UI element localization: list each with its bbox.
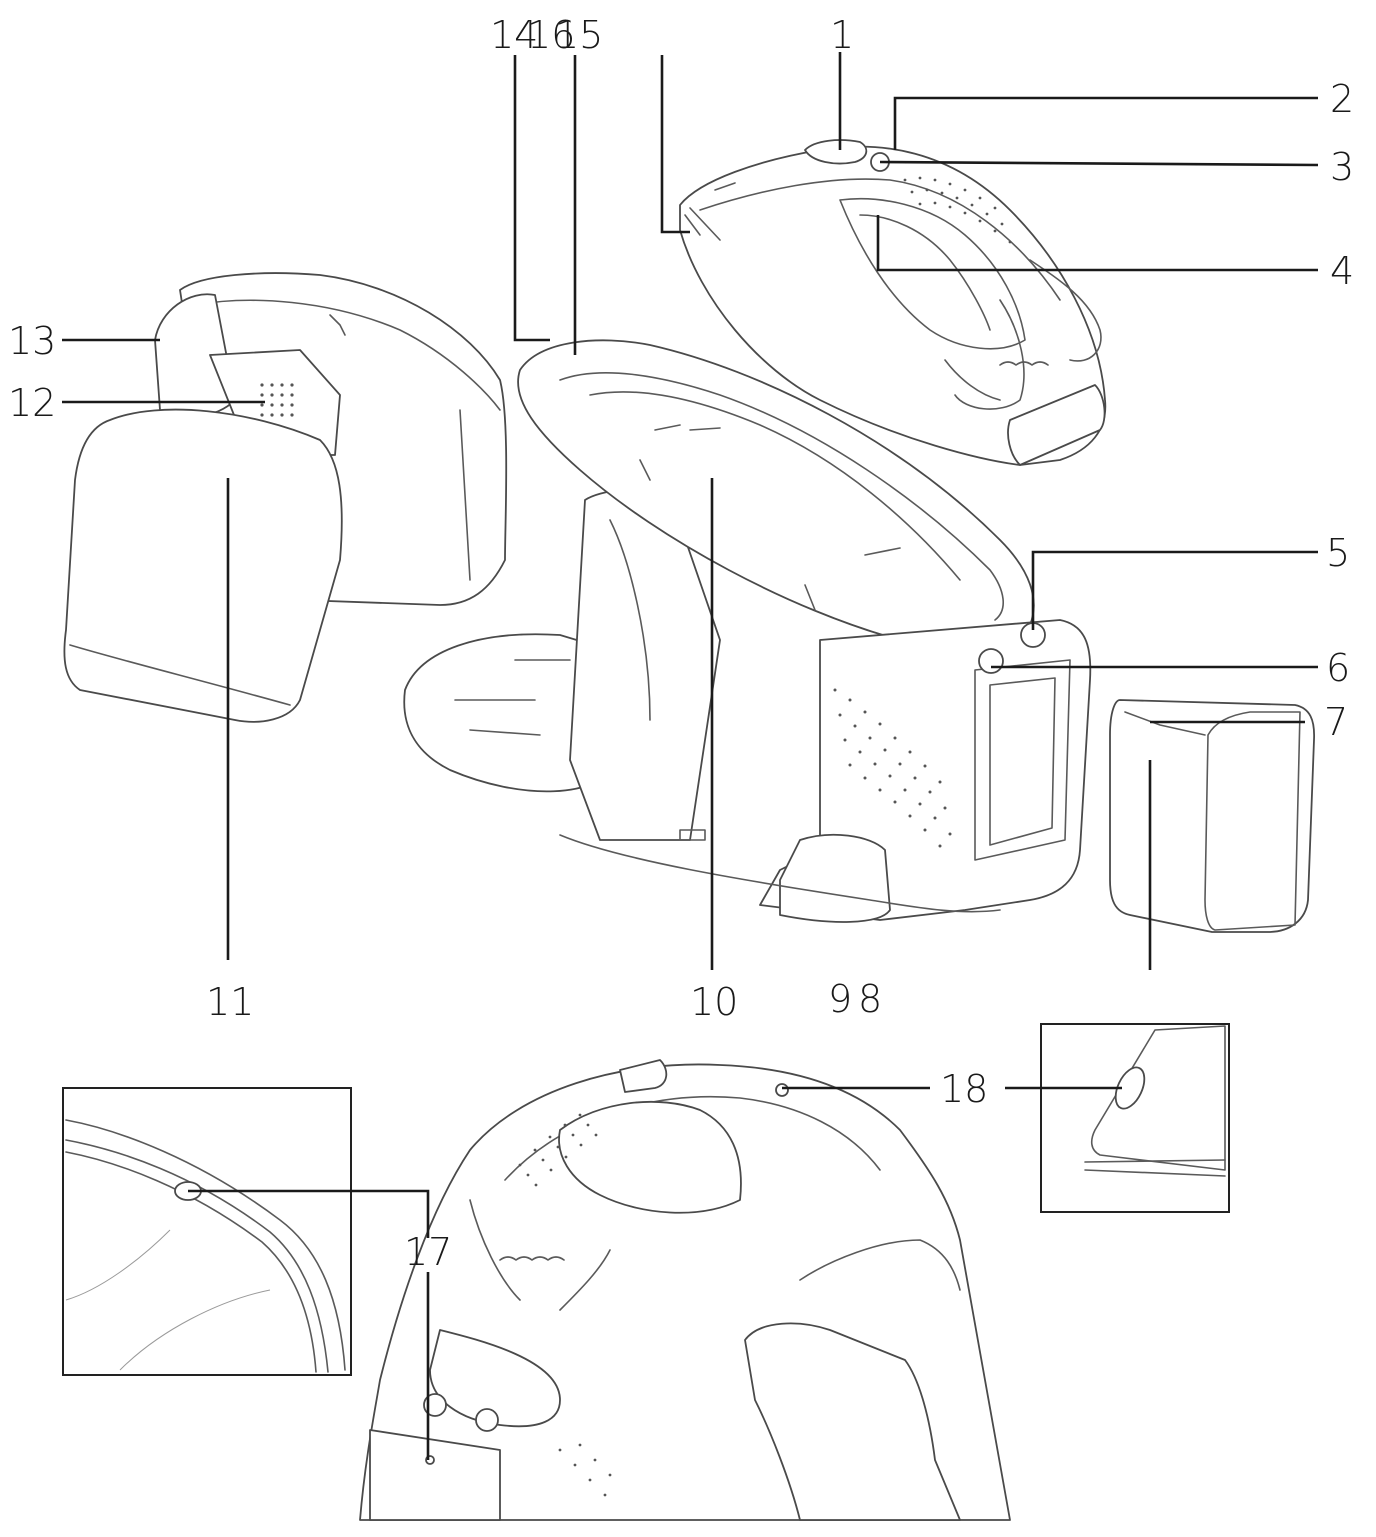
leader-4 bbox=[876, 215, 1318, 272]
iron-unit bbox=[679, 139, 1107, 466]
callout-16: 16 bbox=[527, 13, 575, 57]
leader-14 bbox=[513, 55, 550, 342]
callout-15: 15 bbox=[555, 13, 603, 57]
leader-3 bbox=[879, 160, 1319, 167]
callout-4: 4 bbox=[1330, 249, 1354, 293]
callout-5: 5 bbox=[1326, 531, 1350, 575]
iron-grip-texture bbox=[903, 176, 1012, 244]
callout-9: 9 bbox=[828, 977, 852, 1021]
callout-18: 18 bbox=[940, 1067, 988, 1111]
callout-11: 11 bbox=[206, 980, 254, 1024]
callout-labels: 1 2 3 4 5 6 7 9 8 10 11 12 13 14 16 15 1… bbox=[8, 13, 1354, 1274]
assembled-view bbox=[359, 1059, 1011, 1521]
callout-17: 17 bbox=[404, 1230, 452, 1274]
leader-17 bbox=[188, 1189, 430, 1238]
leader-2 bbox=[893, 96, 1318, 150]
callout-8: 8 bbox=[858, 977, 882, 1021]
leader-16 bbox=[660, 55, 690, 234]
water-tank bbox=[1109, 699, 1315, 933]
callout-2: 2 bbox=[1330, 77, 1354, 121]
assembled-grip-texture bbox=[518, 1113, 612, 1497]
base-station bbox=[403, 339, 1092, 923]
callout-10: 10 bbox=[690, 980, 738, 1024]
callout-6: 6 bbox=[1326, 646, 1350, 690]
base-vent-texture bbox=[833, 688, 952, 848]
filter-grid bbox=[260, 383, 294, 417]
rear-cover bbox=[63, 272, 508, 723]
callout-13: 13 bbox=[8, 319, 56, 363]
callout-14: 14 bbox=[490, 13, 538, 57]
detail-inset-17 bbox=[62, 1087, 352, 1376]
leader-lines bbox=[62, 52, 1319, 1460]
leader-5 bbox=[1031, 550, 1318, 630]
callout-1: 1 bbox=[830, 13, 854, 57]
callout-3: 3 bbox=[1330, 145, 1354, 189]
callout-7: 7 bbox=[1324, 700, 1348, 744]
detail-inset-18 bbox=[1040, 1023, 1230, 1213]
callout-12: 12 bbox=[8, 381, 56, 425]
